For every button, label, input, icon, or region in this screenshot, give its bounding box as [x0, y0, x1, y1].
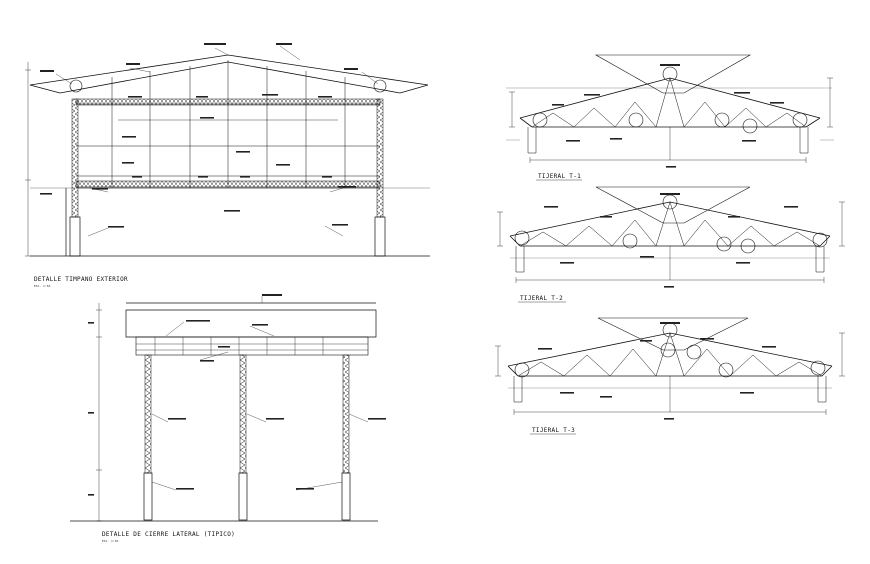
truss-t2-supports — [515, 246, 825, 273]
gable-ground-line — [30, 187, 430, 257]
truss-t3-view: TIJERAL T-3 — [495, 317, 845, 435]
gable-detail-circles — [69, 79, 387, 93]
side-roof-slab — [125, 302, 377, 338]
side-roof-beam — [135, 336, 369, 356]
side-right-column — [342, 354, 350, 474]
gable-annotation-leaders — [55, 45, 379, 237]
gable-view-scale: ESC. 1:50 — [34, 284, 50, 288]
truss-t2-dimension-lines — [497, 201, 845, 283]
side-view-scale: ESC. 1:50 — [102, 539, 118, 543]
truss-t1-ventilation-monitor — [594, 54, 752, 94]
truss-t1-title: TIJERAL T-1 — [538, 173, 581, 180]
gable-elevation-view: DETALLE TIMPANO EXTERIOR ESC. 1:50 — [25, 43, 430, 288]
truss-t3-chords — [507, 332, 833, 377]
truss-t3-dimension-lines — [495, 332, 845, 415]
truss-t3-ventilation-monitor — [597, 317, 749, 351]
gable-lower-truss-beam — [75, 180, 381, 188]
side-view-title: DETALLE DE CIERRE LATERAL (TIPICO) — [102, 531, 235, 538]
truss-t3-web — [517, 332, 823, 377]
side-annotation-leaders — [151, 296, 369, 491]
truss-t1-annotations — [552, 64, 784, 168]
truss-t1-view: TIJERAL T-1 — [506, 54, 834, 181]
side-center-column — [239, 354, 247, 474]
side-dimension-lines — [96, 303, 102, 522]
truss-t3-supports — [513, 376, 827, 403]
truss-t2-detail-circles — [514, 194, 828, 254]
side-beam-lattice — [136, 337, 368, 355]
truss-t2-view: TIJERAL T-2 — [497, 186, 845, 303]
side-annotations — [88, 294, 386, 496]
truss-t1-supports — [527, 127, 809, 154]
truss-t2-annotations — [544, 193, 798, 288]
side-pedestals — [143, 472, 351, 521]
gable-dimension-lines — [25, 62, 338, 257]
truss-t2-web — [519, 201, 821, 247]
gable-upper-truss-beam — [75, 98, 381, 106]
gable-roof — [29, 54, 429, 94]
gable-annotations — [40, 43, 358, 228]
truss-t1-detail-circles — [532, 66, 808, 134]
truss-t2-title: TIJERAL T-2 — [520, 295, 563, 302]
gable-wall-grid — [76, 60, 380, 189]
truss-t1-dimension-lines — [506, 77, 834, 163]
truss-t3-title: TIJERAL T-3 — [532, 427, 575, 434]
gable-view-title: DETALLE TIMPANO EXTERIOR — [34, 276, 128, 283]
gable-pedestals — [65, 188, 386, 257]
truss-t1-web — [531, 77, 807, 128]
truss-t2-chords — [509, 201, 831, 247]
gable-right-column — [376, 98, 384, 218]
gable-left-column — [71, 98, 79, 218]
truss-t2-ventilation-monitor — [595, 186, 751, 224]
side-left-column — [144, 354, 152, 474]
truss-t3-annotations — [538, 322, 776, 420]
side-enclosure-view: DETALLE DE CIERRE LATERAL (TIPICO) ESC. … — [70, 294, 386, 543]
